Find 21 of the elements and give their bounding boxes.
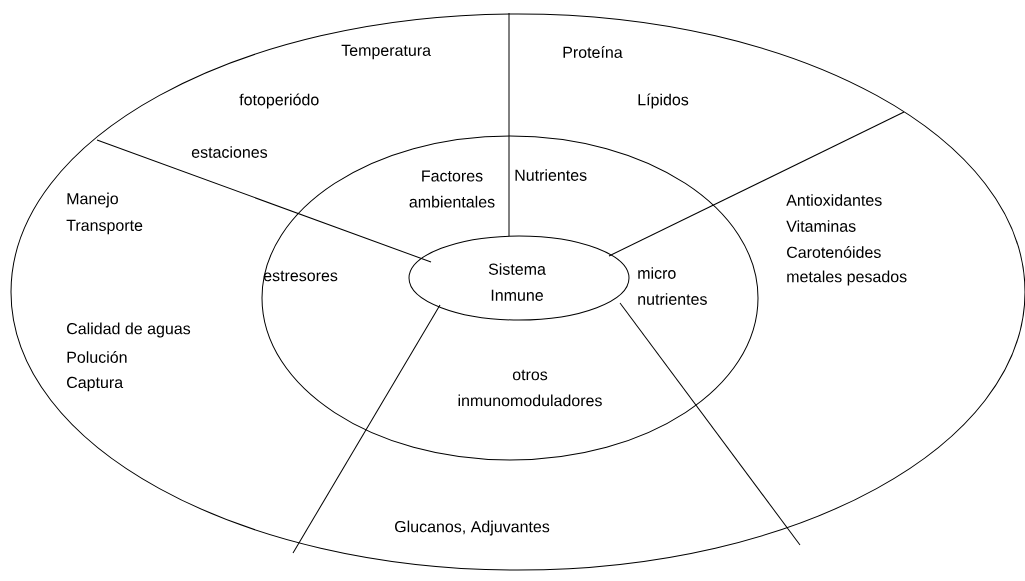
sector-label: Transporte — [66, 219, 143, 235]
sector-label: Manejo — [67, 192, 118, 208]
sector-label: metales pesados — [787, 270, 907, 286]
sector-label: otros inmunomoduladores — [458, 369, 602, 407]
sector-label: Temperatura — [341, 44, 432, 60]
sector-label: Factores ambientales — [409, 170, 495, 208]
sector-label: Antioxidantes — [786, 194, 882, 206]
sector-label: Calidad de aguas — [67, 322, 191, 338]
sector-label: Vitaminas — [786, 220, 856, 232]
sector-label: Nutrientes — [515, 169, 587, 181]
sector-label: Captura — [67, 376, 124, 392]
sector-label: estaciones — [191, 146, 268, 158]
sector-label: Glucanos, Adjuvantes — [395, 520, 550, 536]
sector-label: estresores — [263, 270, 338, 282]
sector-label: Lípidos — [638, 93, 689, 109]
sector-label: micro nutrientes — [638, 267, 707, 305]
sector-label: Polución — [67, 351, 127, 363]
sector-label: Proteína — [563, 46, 623, 58]
sector-label: Carotenóides — [787, 246, 881, 258]
sector-label: fotoperiódo — [239, 93, 319, 109]
sector-label: Sistema Inmune — [488, 263, 546, 301]
